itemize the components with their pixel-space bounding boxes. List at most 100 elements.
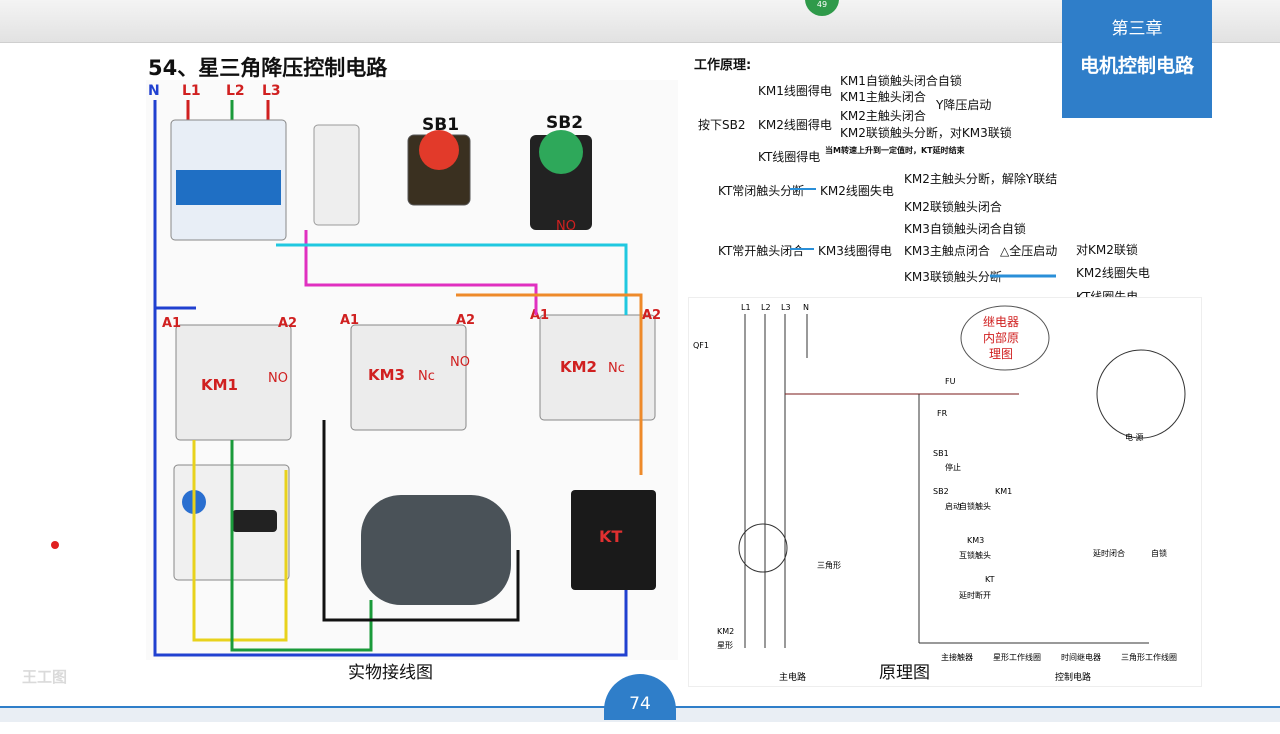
km3-label: KM3 [368,366,405,384]
sch-km3: KM3 [967,536,984,545]
sch-km2: KM2 [717,627,734,636]
kt-coil: KT线圈得电 [758,150,821,164]
result-km2-off: KM2线圈失电 [1076,266,1150,280]
km1-a1-label: A1 [162,316,181,331]
watermark: 王工图 [22,668,68,686]
page-number: 74 [604,674,676,720]
relay-note-bubble [960,305,1050,371]
delta-start: △全压启动 [1000,244,1058,258]
sch-time-relay: 时间继电器 [1061,652,1101,662]
km1-coil: KM1线圈得电 [758,84,832,98]
sch-n: N [803,303,809,312]
motor-symbol [738,523,788,573]
cursor-dot [51,541,59,549]
contactor-km2 [539,314,656,421]
km2-a1-label: A1 [530,308,549,323]
y-start: Y降压启动 [936,98,992,112]
relay-note-line3: 理图 [989,347,1013,361]
km3-a: KM3自锁触头闭合自锁 [904,222,1026,236]
kt-no: KT常开触头闭合 [718,244,805,258]
time-relay-kt [571,490,656,590]
km2-nc-label: Nc [608,361,625,376]
km2-coil: KM2线圈得电 [758,118,832,132]
sch-star-coil: 星形工作线圈 [993,652,1041,662]
sch-stop: 停止 [945,462,961,472]
principle-heading: 工作原理: [694,58,752,73]
wire-green [230,440,373,652]
km2-b: KM2联锁触头分断，对KM3联锁 [840,126,1012,140]
kt-nc: KT常闭触头分断 [718,184,805,198]
relay-note-line1: 继电器 [983,315,1019,329]
sb1-cap [419,130,459,170]
km2-c: KM2主触头分断，解除Y联结 [904,172,1058,186]
main-circuit-label: 主电路 [779,671,806,683]
wire-black [322,420,520,622]
phase-n: N [148,83,160,99]
wiring-diagram: N L1 L2 L3 SB1 SB2 NO KM1 NO A1 A2 KM3 N… [146,80,678,660]
chapter-box: 第三章 电机控制电路 [1062,0,1212,118]
km1-label: KM1 [201,376,238,394]
km2-a: KM2主触头闭合 [840,109,926,123]
km3-a1-label: A1 [340,313,359,328]
relay-power-label: 电 源 [1125,432,1144,442]
press-sb2: 按下SB2 [698,118,746,132]
km3-coil: KM3线圈得电 [818,244,892,258]
sch-interlock: 互锁触头 [959,550,991,560]
motor [361,495,511,605]
kt-note: 当M转速上升到一定值时，KT延时结束 [825,146,965,155]
sch-sb1: SB1 [933,449,949,458]
km3-a2-label: A2 [456,313,475,328]
km1-no-label: NO [268,371,288,386]
km1-a: KM1自锁触头闭合自锁 [840,74,962,88]
km3-c: KM3联锁触头分断 [904,270,1002,284]
sch-qf1: QF1 [693,341,709,350]
sch-l2: L2 [761,303,771,312]
km2-label: KM2 [560,358,597,376]
control-circuit-label: 控制电路 [1055,671,1091,683]
page-badge: 49 [805,0,839,16]
sch-delta: 三角形 [817,560,841,570]
km2-d: KM2联锁触头闭合 [904,200,1002,214]
sch-delta-coil: 三角形工作线圈 [1121,652,1177,662]
relay-pinout [1096,349,1186,439]
fuse-holder [313,124,360,226]
result-km2-interlock: 对KM2联锁 [1076,243,1138,257]
phase-l3: L3 [262,83,281,99]
phase-l2: L2 [226,83,245,99]
km3-no-label: NO [450,355,470,370]
breaker-body [176,170,281,205]
sch-l3: L3 [781,303,791,312]
kt-label: KT [599,527,622,546]
fr-buttons [232,510,277,532]
wiring-caption: 实物接线图 [348,663,433,683]
sch-km1: KM1 [995,487,1012,496]
sch-star: 星形 [717,641,733,650]
sch-start: 启动 [945,501,961,511]
wire-blue-bottom [153,308,628,657]
sb2-cap [539,130,583,174]
principle-arrows [790,188,1056,278]
sch-fr: FR [937,409,948,418]
principle-block: 工作原理: 按下SB2 KM1线圈得电 KM1自锁触头闭合自锁 KM1主触头闭合… [690,52,1060,302]
sch-main-contactor: 主接触器 [941,652,973,662]
km1-b: KM1主触头闭合 [840,90,926,104]
sch-kt: KT [985,575,995,584]
sb2-label: SB2 [546,113,583,133]
relay-note-line2: 内部原 [983,330,1019,345]
chapter-title: 电机控制电路 [1079,55,1194,77]
sch-self-lock: 自锁触头 [959,501,991,511]
sch-sb2: SB2 [933,487,949,496]
sb1-label: SB1 [422,115,459,135]
page-title: 54、星三角降压控制电路 [148,56,388,80]
sch-delay-open: 延时断开 [959,590,991,600]
km2-off: KM2线圈失电 [820,184,894,198]
wire-cyan [276,243,628,315]
km3-b: KM3主触点闭合 [904,244,990,258]
phase-l1: L1 [182,83,201,99]
sb2-no-label: NO [556,219,576,234]
chapter-number: 第三章 [1111,19,1163,39]
sch-l1: L1 [741,303,751,312]
sch-fu: FU [945,377,956,386]
km3-nc-label: Nc [418,369,435,384]
wire-orange [456,293,643,475]
